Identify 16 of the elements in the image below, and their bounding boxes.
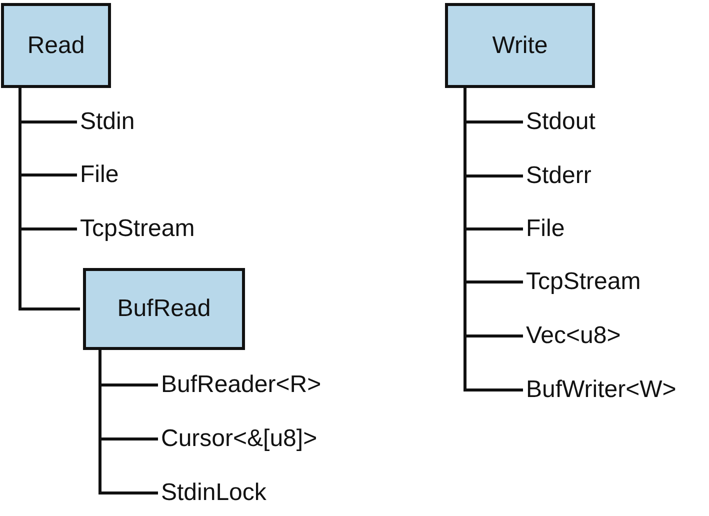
type-label: File bbox=[80, 160, 119, 190]
type-label: BufWriter<W> bbox=[526, 375, 676, 405]
type-label: Stderr bbox=[526, 161, 592, 191]
type-label: Stdout bbox=[526, 107, 596, 137]
type-label: Stdin bbox=[80, 107, 135, 137]
type-label: File bbox=[526, 214, 565, 244]
type-label: TcpStream bbox=[80, 214, 195, 244]
trait-box: Write bbox=[445, 3, 595, 88]
trait-box: BufRead bbox=[83, 268, 245, 350]
type-label: TcpStream bbox=[526, 267, 641, 297]
type-label: BufReader<R> bbox=[161, 370, 322, 400]
tree-connector bbox=[464, 88, 523, 392]
type-label: Vec<u8> bbox=[526, 321, 621, 351]
type-label: Cursor<&[u8]> bbox=[161, 424, 318, 454]
trait-box: Read bbox=[1, 3, 111, 88]
type-label: StdinLock bbox=[161, 478, 266, 508]
